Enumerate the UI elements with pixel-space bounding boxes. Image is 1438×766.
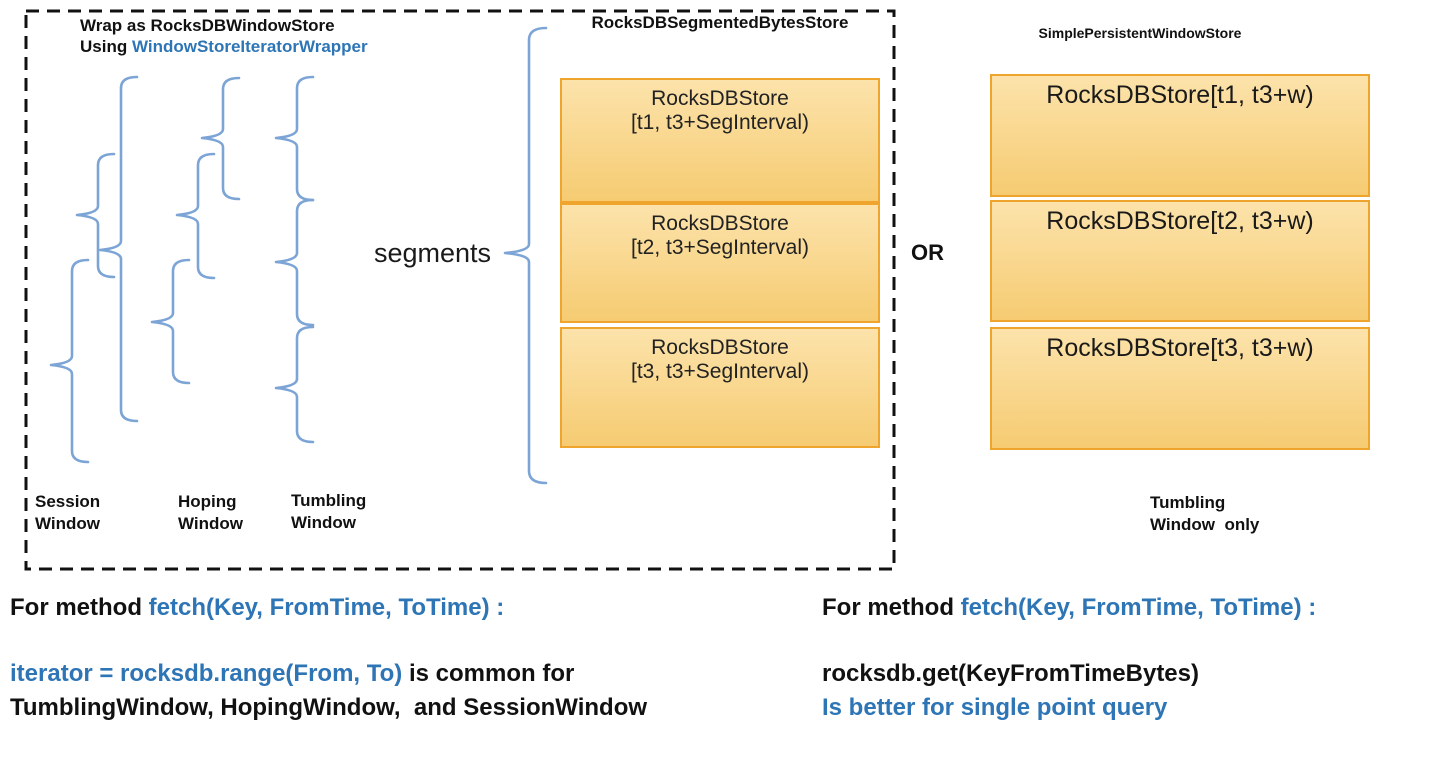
session-window-brace-long xyxy=(49,258,90,464)
segment-box-t1: RocksDBStore [t1, t3+SegInterval) xyxy=(560,78,880,203)
note-right-impl-line1: rocksdb.get(KeyFromTimeBytes) xyxy=(822,660,1199,687)
note-left-method-prefix: For method xyxy=(10,594,149,621)
simple-box-t1: RocksDBStore[t1, t3+w) xyxy=(990,74,1370,197)
segment-box-t2-range: [t2, t3+SegInterval) xyxy=(630,236,810,259)
simple-box-t1-label: RocksDBStore[t1, t3+w) xyxy=(1046,81,1314,109)
tumbling-window-brace-1 xyxy=(274,75,315,202)
note-left-impl-suffix: is common for xyxy=(402,660,575,687)
wrapped-store-title-line1: Wrap as RocksDBWindowStore xyxy=(80,16,335,35)
wrapped-store-title-line2-prefix: Using xyxy=(80,37,132,56)
note-left-method-line: For method fetch(Key, FromTime, ToTime) … xyxy=(10,593,504,623)
segment-box-t3: RocksDBStore [t3, t3+SegInterval) xyxy=(560,327,880,448)
tumbling-window-brace-3 xyxy=(274,325,315,444)
tumbling-window-brace-2 xyxy=(274,198,315,327)
or-label: OR xyxy=(911,240,944,265)
segments-label: segments xyxy=(374,238,492,268)
note-left-impl-line2: TumblingWindow, HopingWindow, and Sessio… xyxy=(10,694,648,721)
simple-box-t2: RocksDBStore[t2, t3+w) xyxy=(990,200,1370,322)
note-left-method-call: fetch(Key, FromTime, ToTime) : xyxy=(148,594,505,621)
session-window-brace-tall xyxy=(98,75,139,423)
note-right-method-call: fetch(Key, FromTime, ToTime) : xyxy=(960,594,1317,621)
segment-box-t3-name: RocksDBStore xyxy=(651,336,789,359)
note-left-impl-highlight: iterator = rocksdb.range(From, To) xyxy=(10,660,403,687)
hoping-window-brace-2 xyxy=(175,152,216,280)
note-right-impl-line2: Is better for single point query xyxy=(822,694,1168,721)
segments-brace xyxy=(503,26,548,485)
segmented-store-title: RocksDBSegmentedBytesStore xyxy=(591,13,849,32)
simple-box-t3-label: RocksDBStore[t3, t3+w) xyxy=(1046,334,1314,362)
session-window-brace-mid xyxy=(75,152,116,279)
hoping-window-brace-3 xyxy=(150,258,191,385)
segment-box-t1-range: [t1, t3+SegInterval) xyxy=(630,111,810,134)
segment-box-t1-name: RocksDBStore xyxy=(651,87,789,110)
wrapped-store-title-line2-highlight: WindowStoreIteratorWrapper xyxy=(131,37,368,56)
segment-box-t3-range: [t3, t3+SegInterval) xyxy=(630,360,810,383)
simple-box-t2-label: RocksDBStore[t2, t3+w) xyxy=(1046,207,1314,235)
note-right-method-prefix: For method xyxy=(822,594,961,621)
note-right-method-line: For method fetch(Key, FromTime, ToTime) … xyxy=(822,593,1316,623)
hoping-window-brace-1 xyxy=(200,76,241,201)
simple-store-title: SimplePersistentWindowStore xyxy=(1038,25,1242,41)
note-left-impl-line1: iterator = rocksdb.range(From, To) is co… xyxy=(10,659,574,689)
segment-box-t2-name: RocksDBStore xyxy=(651,212,789,235)
segment-box-t2: RocksDBStore [t2, t3+SegInterval) xyxy=(560,203,880,323)
simple-box-t3: RocksDBStore[t3, t3+w) xyxy=(990,327,1370,450)
